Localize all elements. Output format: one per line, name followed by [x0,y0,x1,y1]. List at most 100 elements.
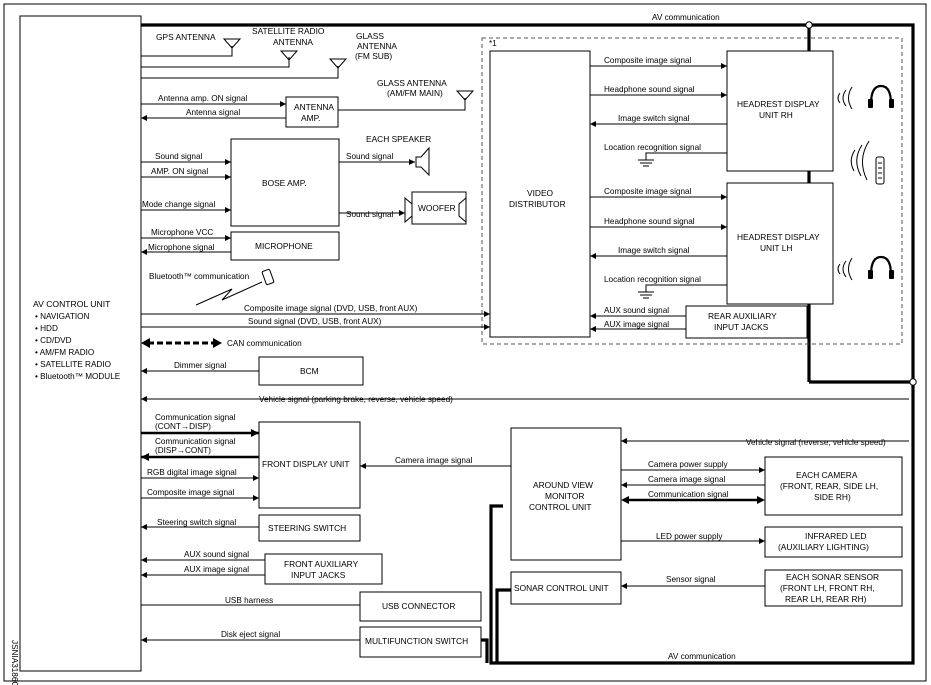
rear-aux-box [685,305,808,339]
sonar-control-box [510,571,622,605]
aux-image-front-label: AUX image signal [184,565,249,574]
av-unit-item: • SATELLITE RADIO [35,360,111,369]
glass-fm-label: (FM SUB) [355,51,392,61]
av-control-unit: AV CONTROL UNIT • NAVIGATION • HDD • CD/… [19,15,142,672]
comp-lh-label: Composite image signal [604,187,692,196]
multifunction-switch-box [359,626,482,658]
multi-label: MULTIFUNCTION SWITCH [365,636,468,646]
comp-fd-label: Composite image signal [147,488,235,497]
mobile-phone-icon [261,268,275,286]
ir-led-label: INFRARED LED [805,531,866,541]
front-display-box [258,421,361,509]
can-comm-label: CAN communication [227,339,302,348]
headphone-rh-icon [837,84,894,110]
speaker-icon [415,146,430,177]
front-aux-label: INPUT JACKS [291,570,346,580]
av-comm-label-bottom: AV communication [668,652,736,661]
vehicle2-label: Vehicle signal (reverse, vehicle speed) [746,438,886,447]
hd-rh-label: UNIT RH [759,110,793,120]
hd-lh-label: HEADREST DISPLAY [737,232,820,242]
loc-rh-label: Location recognition signal [604,143,701,152]
headrest-display-lh-box [726,182,834,305]
camera-label: SIDE RH) [814,492,851,502]
comp-rh-label: Composite image signal [604,56,692,65]
av-unit-item: • AM/FM RADIO [35,348,94,357]
footnote-mark: *1 [489,39,497,48]
headrest-display-rh-box [726,50,834,172]
av-comm-label-top: AV communication [652,13,720,22]
video-dist-label: DISTRIBUTOR [509,199,566,209]
side-code: JSNIA3186GB [10,640,19,685]
glass-antenna-am-icon [338,90,475,111]
bus-junction-top [805,21,813,29]
sat-antenna-label: SATELLITE RADIO [252,26,325,36]
each-camera-box [764,456,903,516]
glass-antenna-fm-icon [141,58,348,79]
rgb-label: RGB digital image signal [147,468,237,477]
hd-lh-label: UNIT LH [760,243,792,253]
woofer-box [411,191,467,225]
rear-aux-label: REAR AUXILIARY [708,311,777,321]
front-aux-box [264,553,383,585]
cam-img2-label: Camera image signal [648,475,726,484]
rear-aux-label: INPUT JACKS [714,322,769,332]
headphone-lh-icon [837,255,894,281]
sound-out-label: Sound signal [346,152,394,161]
hd-rh-label: HEADREST DISPLAY [737,99,820,109]
glass-fm-label: GLASS [356,31,384,41]
av-comm-bus-bottom2 [481,588,512,663]
led-power-label: LED power supply [656,532,723,541]
av-unit-title: AV CONTROL UNIT [33,299,111,309]
av-unit-item: • NAVIGATION [35,312,90,321]
usb-label: USB CONNECTOR [382,601,455,611]
av-unit-item: • Bluetooth™ MODULE [35,372,121,381]
woofer-speaker-icon [404,196,413,224]
gps-antenna-icon [141,38,242,57]
avm-label: AROUND VIEW [533,480,593,490]
av-unit-item: • HDD [35,324,58,333]
comm1-label: Communication signal [155,413,236,422]
mic-signal-label: Microphone signal [148,243,215,252]
av-unit-item: • CD/DVD [35,336,72,345]
amp-on-signal2-label: AMP. ON signal [151,167,208,176]
sonar-sensor-label: (FRONT LH, FRONT RH, [780,583,875,593]
comm1-label: (CONT→DISP) [155,422,211,431]
antenna-amp-box [285,96,339,128]
usb-connector-box [359,591,482,622]
bluetooth-signal-icon [195,281,263,306]
dimmer-label: Dimmer signal [174,361,227,370]
video-dist-label: VIDEO [527,188,554,198]
avm-label: MONITOR [545,491,584,501]
bus-junction-right [909,378,917,386]
comm2-label: Communication signal [155,437,236,446]
sonar-sensor-label: EACH SONAR SENSOR [786,572,879,582]
bcm-label: BCM [300,366,319,376]
steer-sig-label: Steering switch signal [157,518,236,527]
antenna-amp-label: AMP. [301,113,320,123]
mode-change-label: Mode change signal [142,200,215,209]
av-comm-bus-top [141,23,915,665]
aux-sound-rear-label: AUX sound signal [604,306,669,315]
camera-label: (FRONT, REAR, SIDE LH, [780,481,878,491]
glass-fm-label: ANTENNA [357,41,397,51]
video-distributor-box [489,50,591,338]
sound-signal-label: Sound signal [155,152,203,161]
microphone-box [230,231,340,261]
avm-label: CONTROL UNIT [529,502,592,512]
each-sonar-sensor-box [764,569,903,607]
comm2-label: (DISP→CONT) [155,446,211,455]
aux-sound-front-label: AUX sound signal [184,550,249,559]
amp-on-signal-label: Antenna amp. ON signal [158,94,247,103]
comp-main-label: Composite image signal (DVD, USB, front … [244,304,418,313]
satellite-antenna-icon [141,50,299,68]
ir-led-label: (AUXILIARY LIGHTING) [778,542,869,552]
bcm-box [258,356,364,386]
bose-amp-box [230,138,340,227]
cam-power-label: Camera power supply [648,460,729,469]
cam-img-label: Camera image signal [395,456,473,465]
diagram-frame [3,3,927,682]
vehicle-signal-label: Vehicle signal (parking brake, reverse, … [259,395,453,404]
mic-vcc-label: Microphone VCC [151,228,213,237]
loc-lh-label: Location recognition signal [604,275,701,284]
front-display-label: FRONT DISPLAY UNIT [262,459,350,469]
